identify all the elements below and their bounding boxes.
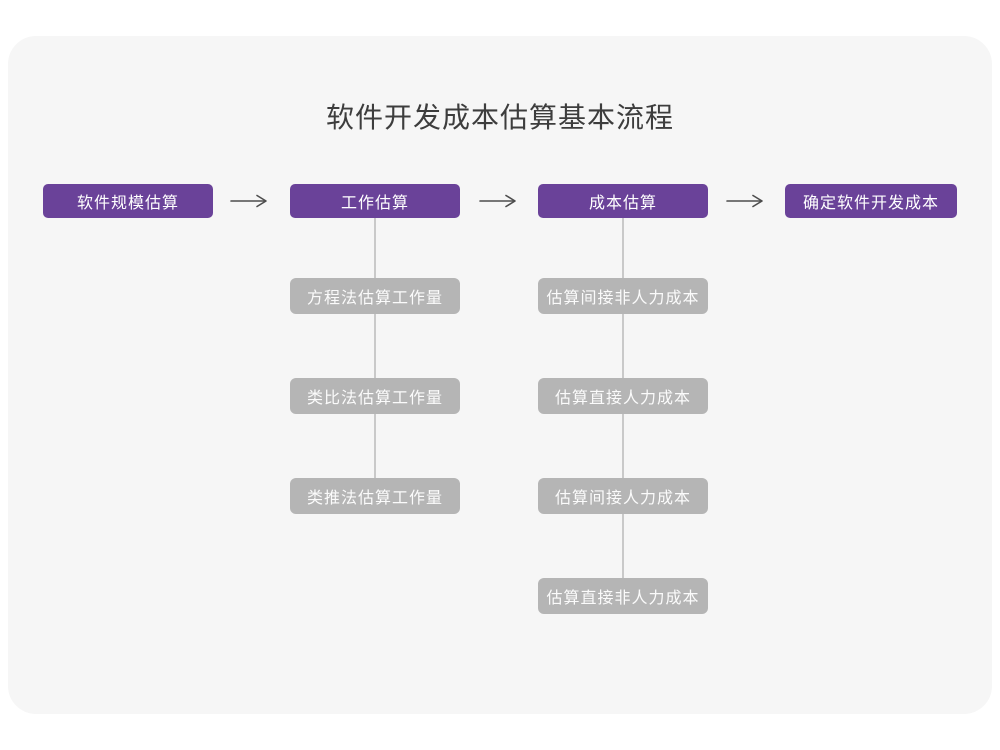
- subnode-equation-method: 方程法估算工作量: [290, 278, 460, 314]
- subnode-direct-nonlabor-cost: 估算直接非人力成本: [538, 578, 708, 614]
- node-work-estimation: 工作估算: [290, 184, 460, 218]
- diagram-card: [8, 36, 992, 714]
- right-arrow-icon: [229, 194, 271, 208]
- diagram-title: 软件开发成本估算基本流程: [325, 102, 674, 133]
- subnode-label: 估算直接人力成本: [554, 390, 691, 407]
- node-label: 工作估算: [340, 195, 409, 212]
- subnode-analogy-method: 类比法估算工作量: [290, 378, 460, 414]
- subnode-extrapolation-method: 类推法估算工作量: [290, 478, 460, 514]
- right-arrow-icon: [478, 194, 520, 208]
- subnode-label: 类比法估算工作量: [306, 390, 443, 407]
- subnode-label: 估算间接人力成本: [554, 490, 691, 507]
- subnode-label: 估算直接非人力成本: [546, 590, 700, 607]
- subnode-indirect-labor-cost: 估算间接人力成本: [538, 478, 708, 514]
- subnode-label: 估算间接非人力成本: [546, 290, 700, 307]
- subnode-label: 类推法估算工作量: [306, 490, 443, 507]
- node-determine-dev-cost: 确定软件开发成本: [785, 184, 957, 218]
- node-software-size-estimation: 软件规模估算: [43, 184, 213, 218]
- connector-line-work: [374, 218, 376, 496]
- subnode-indirect-nonlabor-cost: 估算间接非人力成本: [538, 278, 708, 314]
- subnode-label: 方程法估算工作量: [306, 290, 443, 307]
- node-label: 软件规模估算: [76, 195, 179, 212]
- subnode-direct-labor-cost: 估算直接人力成本: [538, 378, 708, 414]
- node-label: 确定软件开发成本: [802, 195, 939, 212]
- right-arrow-icon: [725, 194, 767, 208]
- node-label: 成本估算: [588, 195, 657, 212]
- node-cost-estimation: 成本估算: [538, 184, 708, 218]
